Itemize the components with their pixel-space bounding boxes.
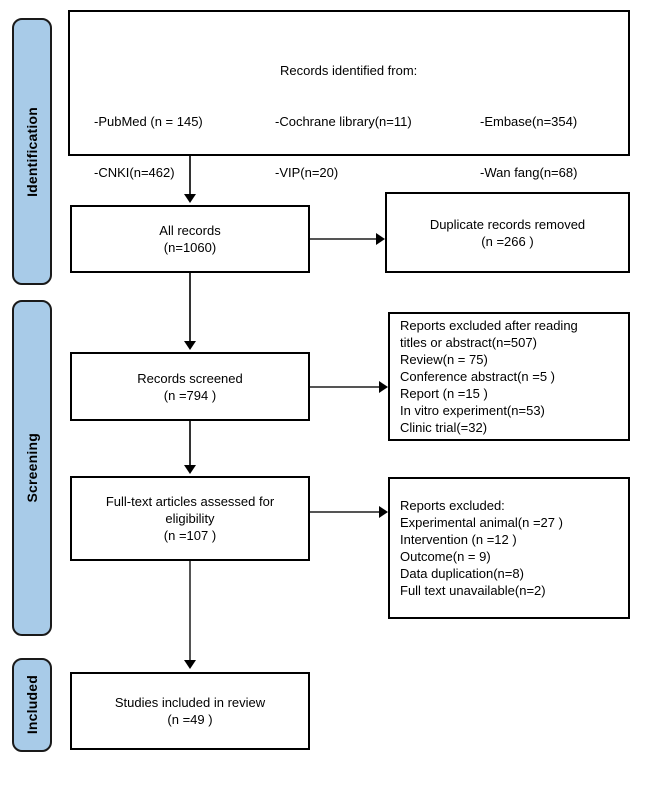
phase-tab-identification-label: Identification	[24, 106, 40, 197]
connector-sources-to-all-records	[189, 156, 191, 196]
source-line: -CNKI(n=462)	[94, 165, 175, 180]
excluded-eligibility-line: Data duplication(n=8)	[400, 566, 524, 581]
excluded-screening-line: Reports excluded after reading	[400, 318, 578, 333]
arrow-right-icon	[376, 233, 385, 245]
records-source-column-1: -PubMed (n = 145) -CNKI(n=462)	[94, 79, 203, 215]
connector-screened-to-excluded	[310, 386, 379, 388]
excluded-screening-line: In vitro experiment(n=53)	[400, 403, 545, 418]
source-line: -Embase(n=354)	[480, 114, 578, 129]
arrow-right-icon	[379, 381, 388, 393]
all-records-box: All records (n=1060)	[70, 205, 310, 273]
records-identified-heading: Records identified from:	[280, 63, 418, 78]
screened-line: Records screened	[137, 370, 243, 386]
excluded-eligibility-line: Full text unavailable(n=2)	[400, 583, 546, 598]
connector-all-records-to-duplicates	[310, 238, 376, 240]
duplicate-records-removed-box: Duplicate records removed (n =266 )	[385, 192, 630, 273]
records-identified-box: Records identified from: -PubMed (n = 14…	[68, 10, 630, 180]
phase-tab-screening-label: Screening	[24, 433, 40, 503]
arrow-down-icon	[184, 341, 196, 350]
included-line: (n =49 )	[167, 712, 213, 727]
fulltext-line: Full-text articles assessed for	[105, 494, 275, 509]
phase-tab-identification[interactable]: Identification	[12, 18, 52, 285]
phase-tab-screening[interactable]: Screening	[12, 300, 52, 636]
excluded-eligibility-line: Intervention (n =12 )	[400, 532, 517, 547]
arrow-down-icon	[184, 660, 196, 669]
source-line: -Cochrane library(n=11)	[275, 114, 412, 129]
excluded-eligibility-line: Experimental animal(n =27 )	[400, 515, 563, 530]
arrow-down-icon	[184, 194, 196, 203]
excluded-eligibility-line: Reports excluded:	[400, 498, 505, 513]
duplicates-line: (n =266 )	[481, 233, 534, 249]
fulltext-line: eligibility	[165, 511, 215, 526]
all-records-line: All records	[159, 223, 221, 238]
connector-screened-to-fulltext	[189, 421, 191, 467]
records-screened-box: Records screened (n =794 )	[70, 352, 310, 421]
included-line: Studies included in review	[114, 695, 266, 710]
fulltext-line: (n =107 )	[163, 528, 217, 543]
records-source-column-3: -Embase(n=354) -Wan fang(n=68)	[480, 79, 577, 215]
connector-fulltext-to-included	[189, 561, 191, 662]
all-records-line: (n=1060)	[163, 240, 217, 255]
arrow-right-icon	[379, 506, 388, 518]
source-line: -PubMed (n = 145)	[94, 114, 203, 129]
excluded-screening-line: titles or abstract(n=507)	[400, 335, 537, 350]
reports-excluded-eligibility-box: Reports excluded: Experimental animal(n …	[388, 477, 630, 619]
records-source-column-2: -Cochrane library(n=11) -VIP(n=20)	[275, 79, 412, 215]
excluded-screening-line: Review(n = 75)	[400, 352, 488, 367]
excluded-eligibility-line: Outcome(n = 9)	[400, 549, 491, 564]
phase-tab-included-label: Included	[24, 675, 40, 735]
arrow-down-icon	[184, 465, 196, 474]
studies-included-box: Studies included in review (n =49 )	[70, 672, 310, 750]
connector-fulltext-to-excluded	[310, 511, 379, 513]
excluded-screening-line: Clinic trial(=32)	[400, 420, 488, 435]
source-line: -Wan fang(n=68)	[480, 165, 578, 180]
connector-all-records-to-screened	[189, 273, 191, 343]
screened-line: (n =794 )	[163, 387, 217, 403]
excluded-screening-line: Conference abstract(n =5 )	[400, 369, 555, 384]
reports-excluded-screening-box: Reports excluded after reading titles or…	[388, 312, 630, 441]
source-line: -VIP(n=20)	[275, 165, 339, 180]
duplicates-line: Duplicate records removed	[429, 216, 586, 232]
phase-tab-included[interactable]: Included	[12, 658, 52, 752]
fulltext-assessed-box: Full-text articles assessed for eligibil…	[70, 476, 310, 561]
excluded-screening-line: Report (n =15 )	[400, 386, 488, 401]
